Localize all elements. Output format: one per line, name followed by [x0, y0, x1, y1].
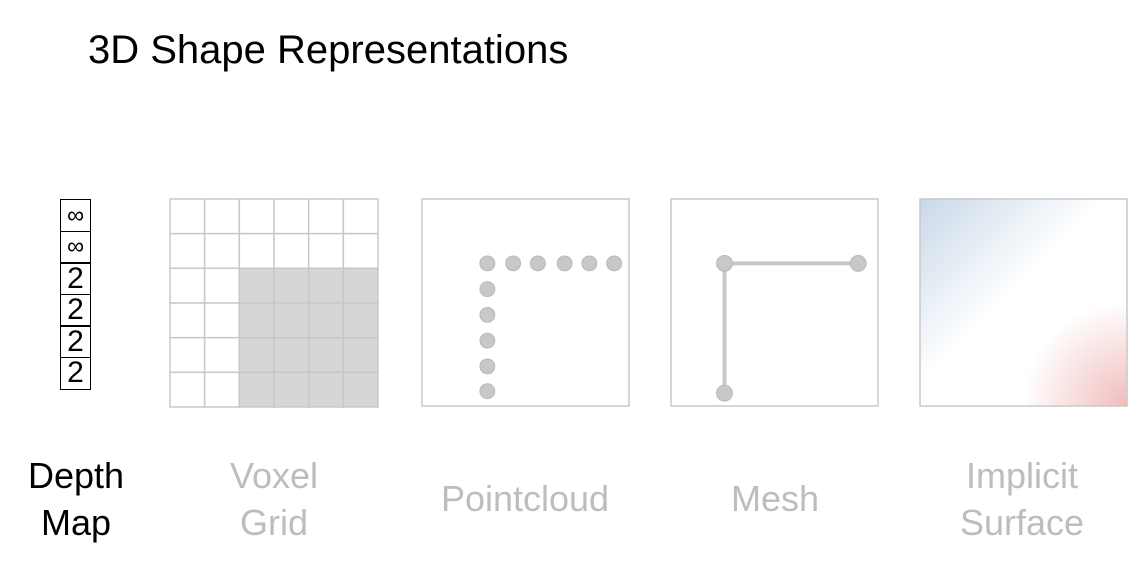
voxel-cell-empty — [203, 371, 241, 408]
voxel-cell-filled — [342, 267, 379, 304]
pointcloud-point — [479, 332, 496, 349]
mesh-vertex — [716, 384, 733, 402]
voxel-cell-empty — [342, 198, 379, 235]
voxel-cell-filled — [238, 336, 275, 374]
voxel-cell-filled — [307, 267, 345, 304]
depth-cell: ∞ — [60, 230, 91, 264]
depth-map-label-line2: Map — [40, 502, 112, 543]
implicit-inside-region — [988, 267, 1128, 407]
voxel-cell-filled — [273, 371, 310, 408]
voxel-cell-empty — [273, 198, 310, 235]
depth-cell: 2 — [60, 356, 91, 390]
voxel-cell-filled — [238, 302, 275, 339]
page-title: 3D Shape Representations — [88, 28, 569, 72]
voxel-grid-panel — [169, 198, 379, 408]
voxel-cell-empty — [169, 267, 206, 304]
pointcloud-point — [581, 255, 598, 272]
mesh-panel — [670, 198, 879, 407]
depth-map-label-line1: Depth — [27, 455, 125, 496]
voxel-grid-label-line2: Grid — [239, 502, 308, 543]
voxel-cell-empty — [169, 336, 206, 374]
voxel-cell-filled — [342, 336, 379, 374]
voxel-cell-empty — [203, 336, 241, 374]
pointcloud-panel — [421, 198, 630, 407]
mesh-frame — [670, 198, 879, 407]
voxel-cell-filled — [238, 371, 275, 408]
depth-cell: ∞ — [60, 199, 91, 232]
voxel-cell-filled — [307, 336, 345, 374]
mesh-label-text: Mesh — [730, 478, 820, 519]
implicit-surface-panel — [919, 198, 1128, 407]
voxel-cell-empty — [169, 302, 206, 339]
voxel-cell-filled — [307, 302, 345, 339]
pointcloud-label: Pointcloud — [400, 475, 650, 522]
pointcloud-point — [556, 255, 573, 272]
depth-map-label: Depth Map — [16, 452, 136, 546]
voxel-cell-empty — [169, 232, 206, 270]
depth-cell: 2 — [60, 293, 91, 327]
voxel-cell-empty — [307, 198, 345, 235]
voxel-cell-empty — [169, 371, 206, 408]
pointcloud-point — [529, 255, 546, 272]
voxel-cell-empty — [238, 198, 275, 235]
pointcloud-label-text: Pointcloud — [440, 478, 610, 519]
implicit-frame — [919, 198, 1128, 407]
mesh-vertex — [716, 254, 733, 272]
voxel-cell-empty — [169, 198, 206, 235]
pointcloud-point — [479, 383, 496, 400]
voxel-cell-filled — [307, 371, 345, 408]
implicit-surface-label-line2: Surface — [959, 502, 1085, 543]
pointcloud-point — [479, 255, 496, 272]
pointcloud-point — [479, 306, 496, 323]
voxel-cell-filled — [342, 302, 379, 339]
voxel-cell-filled — [273, 267, 310, 304]
mesh-label: Mesh — [680, 475, 870, 522]
voxel-cell-filled — [238, 267, 275, 304]
voxel-cell-empty — [273, 232, 310, 270]
pointcloud-point — [479, 281, 496, 298]
voxel-grid-label: Voxel Grid — [194, 452, 354, 546]
depth-cell: 2 — [60, 262, 91, 295]
voxel-cell-empty — [203, 198, 241, 235]
depth-map-column: ∞ ∞ 2 2 2 2 — [60, 199, 93, 408]
voxel-cell-empty — [203, 302, 241, 339]
implicit-surface-label-line1: Implicit — [965, 455, 1078, 496]
implicit-surface-label: Implicit Surface — [922, 452, 1122, 546]
voxel-cell-empty — [203, 232, 241, 270]
voxel-cell-empty — [307, 232, 345, 270]
voxel-grid-label-line1: Voxel — [229, 455, 319, 496]
pointcloud-frame — [421, 198, 630, 407]
voxel-cell-empty — [238, 232, 275, 270]
voxel-cell-filled — [342, 371, 379, 408]
pointcloud-point — [479, 358, 496, 375]
voxel-cell-empty — [342, 232, 379, 270]
voxel-cell-filled — [273, 336, 310, 374]
voxel-cell-empty — [203, 267, 241, 304]
pointcloud-point — [606, 255, 623, 272]
voxel-cell-filled — [273, 302, 310, 339]
depth-cell: 2 — [60, 325, 91, 358]
mesh-vertex — [849, 254, 867, 272]
pointcloud-point — [505, 255, 522, 272]
